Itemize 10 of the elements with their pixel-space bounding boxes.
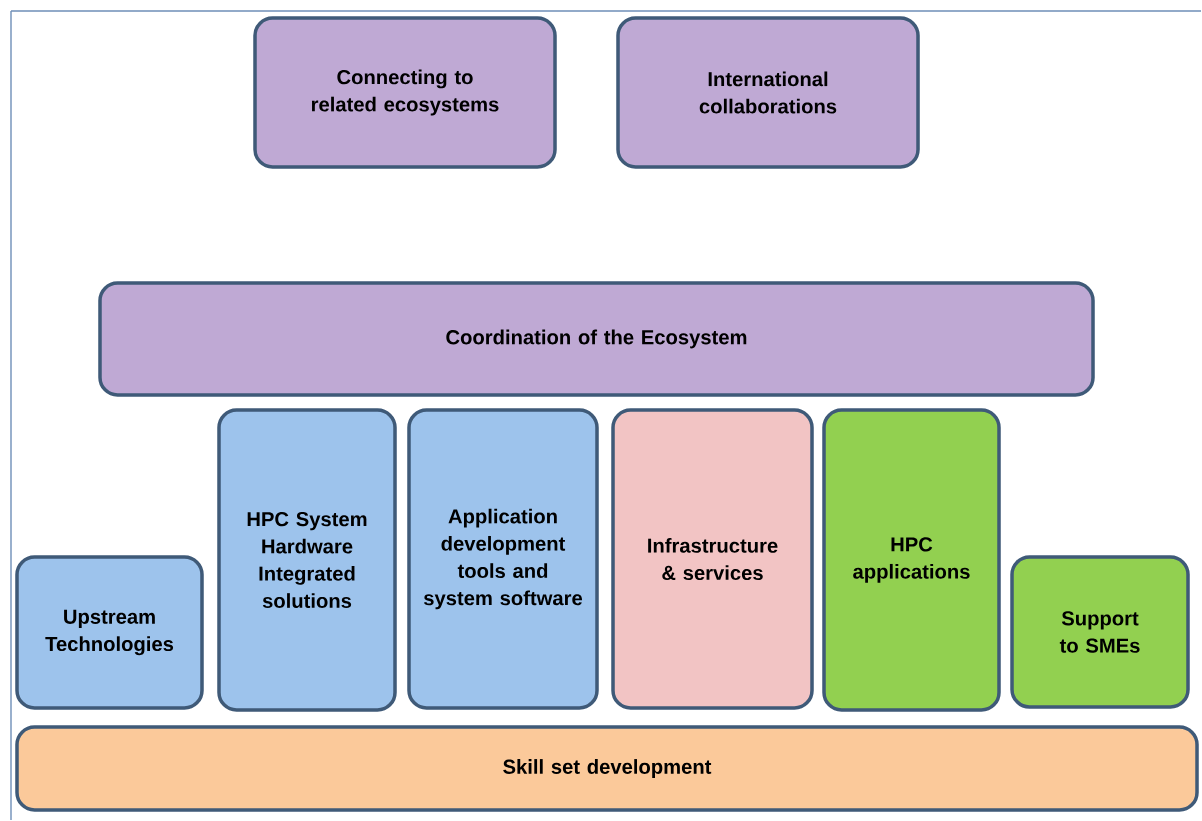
block: HPC applications: [822, 408, 1001, 712]
block: Application development tools and system software: [407, 408, 599, 710]
block: HPC System Hardware Integrated solutions: [217, 408, 397, 712]
block: Coordination of the Ecosystem: [98, 281, 1095, 397]
block: International collaborations: [616, 16, 920, 169]
block: Support to SMEs: [1010, 555, 1190, 709]
block: Infrastructure & services: [611, 408, 814, 710]
block: Skill set development: [15, 725, 1199, 812]
block: Connecting to related ecosystems: [253, 16, 557, 169]
block: Upstream Technologies: [15, 555, 204, 710]
